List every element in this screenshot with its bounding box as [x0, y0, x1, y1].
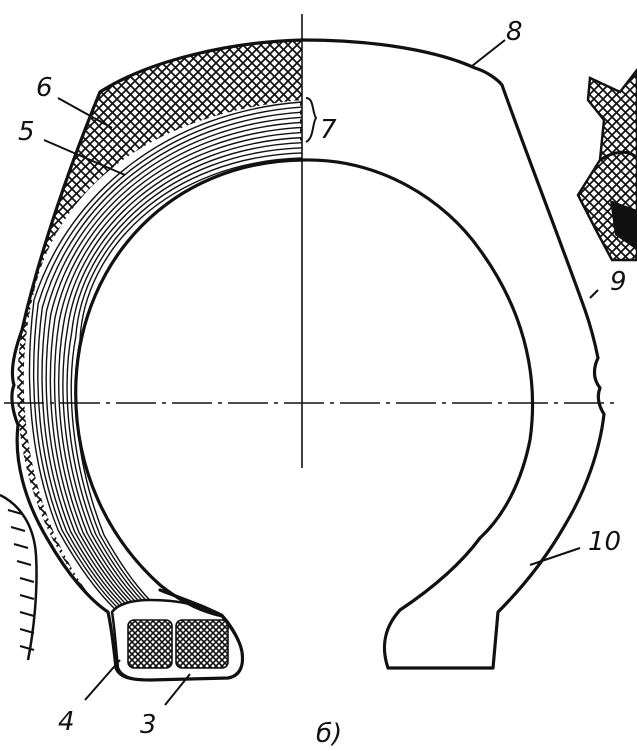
label-5: 5 — [18, 117, 35, 147]
left-outer-outline — [10, 38, 304, 682]
label-3: 3 — [140, 710, 157, 740]
carcass-plies — [23, 100, 302, 640]
ply-line — [45, 121, 302, 615]
ply-line — [66, 147, 302, 618]
label-10: 10 — [588, 527, 621, 557]
tread-tooth — [19, 628, 35, 634]
label-8: 8 — [506, 17, 523, 47]
bead-core-left — [127, 619, 173, 669]
ply-line — [70, 152, 302, 618]
ply-line — [49, 126, 302, 616]
tread-fragment — [0, 493, 38, 661]
ply-line — [28, 101, 302, 613]
tread-tooth — [19, 611, 35, 617]
ply-line — [32, 106, 302, 614]
rim-fragment — [576, 67, 637, 262]
figure-caption: б) — [316, 719, 342, 749]
bead-core-right — [175, 619, 229, 669]
ply-line — [53, 131, 302, 616]
ply-line — [62, 142, 302, 617]
right-half-outline — [300, 38, 606, 670]
tread-tooth — [7, 509, 23, 515]
left-inner-outline — [74, 158, 304, 618]
tread-tooth — [19, 645, 35, 651]
tread-tooth — [10, 526, 26, 532]
tread-tooth — [16, 560, 32, 566]
ply-line — [41, 116, 302, 615]
tread-tooth — [19, 577, 35, 583]
tread-tooth — [13, 543, 29, 549]
label-9: 9 — [610, 267, 627, 297]
label-4: 4 — [58, 707, 75, 737]
ply-line — [58, 136, 302, 617]
label-6: 6 — [36, 73, 53, 103]
bead-cores — [110, 598, 244, 682]
ply-line — [37, 111, 302, 614]
tread-tooth — [19, 594, 35, 600]
label-7: 7 — [320, 115, 337, 145]
leader-lines — [43, 39, 599, 706]
